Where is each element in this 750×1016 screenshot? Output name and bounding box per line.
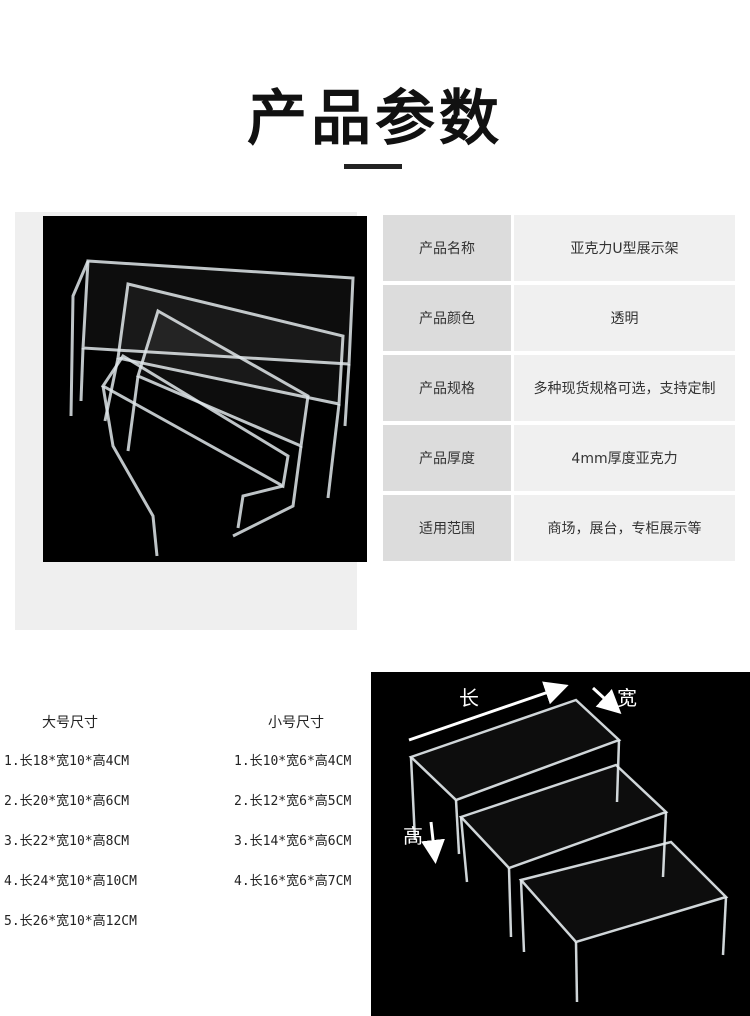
page-title: 产品参数 <box>247 84 503 154</box>
small-size-item: 3.长14*宽6*高6CM <box>234 834 352 849</box>
width-label: 宽 <box>617 686 637 710</box>
large-size-item: 5.长26*宽10*高12CM <box>4 914 137 929</box>
dimension-risers-illustration <box>408 681 729 1003</box>
spec-table: 产品名称 亚克力U型展示架 产品颜色 透明 产品规格 多种现货规格可选，支持定制… <box>383 215 735 565</box>
nested-risers-illustration <box>69 259 355 557</box>
large-size-list: 大号尺寸 1.长18*宽10*高4CM 2.长20*宽10*高6CM 3.长22… <box>4 712 137 952</box>
small-size-list: 小号尺寸 1.长10*宽6*高4CM 2.长12*宽6*高5CM 3.长14*宽… <box>234 712 351 912</box>
product-photo <box>43 216 367 562</box>
spec-label: 产品名称 <box>383 215 511 281</box>
spec-label: 产品厚度 <box>383 425 511 491</box>
large-size-item: 2.长20*宽10*高6CM <box>4 794 130 809</box>
spec-row: 适用范围 商场，展台，专柜展示等 <box>383 495 735 561</box>
spec-row: 产品厚度 4mm厚度亚克力 <box>383 425 735 491</box>
height-label: 高 <box>403 824 423 848</box>
spec-row: 产品名称 亚克力U型展示架 <box>383 215 735 281</box>
spec-label: 产品规格 <box>383 355 511 421</box>
spec-value: 商场，展台，专柜展示等 <box>514 495 735 561</box>
large-size-heading: 大号尺寸 <box>42 715 98 731</box>
spec-label: 适用范围 <box>383 495 511 561</box>
small-size-heading: 小号尺寸 <box>268 715 324 731</box>
small-size-item: 1.长10*宽6*高4CM <box>234 754 352 769</box>
large-size-item: 1.长18*宽10*高4CM <box>4 754 130 769</box>
small-size-item: 2.长12*宽6*高5CM <box>234 794 352 809</box>
spec-label: 产品颜色 <box>383 285 511 351</box>
dimension-photo: 长 宽 高 <box>371 672 750 1016</box>
spec-value: 4mm厚度亚克力 <box>514 425 735 491</box>
spec-value: 多种现货规格可选，支持定制 <box>514 355 735 421</box>
title-underline <box>344 164 402 169</box>
spec-value: 亚克力U型展示架 <box>514 215 735 281</box>
spec-row: 产品规格 多种现货规格可选，支持定制 <box>383 355 735 421</box>
spec-value: 透明 <box>514 285 735 351</box>
large-size-item: 3.长22*宽10*高8CM <box>4 834 130 849</box>
small-size-item: 4.长16*宽6*高7CM <box>234 874 352 889</box>
length-label: 长 <box>459 686 479 710</box>
spec-row: 产品颜色 透明 <box>383 285 735 351</box>
large-size-item: 4.长24*宽10*高10CM <box>4 874 137 889</box>
